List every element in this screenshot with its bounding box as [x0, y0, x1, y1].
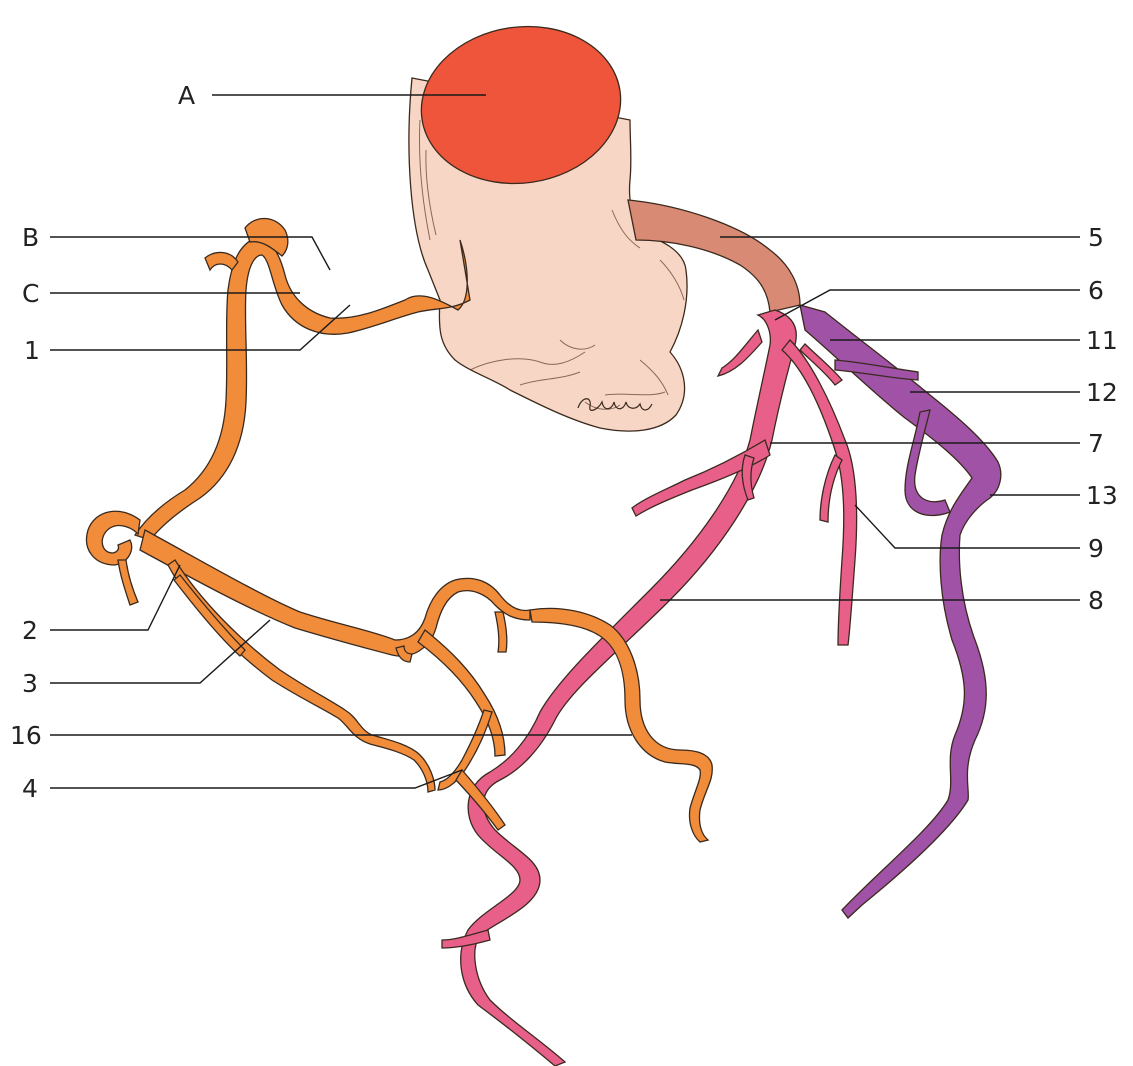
label-A: A	[178, 81, 195, 110]
label-C: C	[22, 279, 39, 308]
label-9: 9	[1088, 534, 1104, 563]
leader-4	[50, 770, 462, 788]
label-8: 8	[1088, 586, 1104, 615]
circumflex-artery	[800, 305, 1001, 918]
right-labels: 5 6 11 12 7 13 9 8	[1086, 223, 1118, 615]
label-1: 1	[24, 336, 40, 365]
label-12: 12	[1086, 378, 1118, 407]
left-labels: A B C 1 2 3 16 4	[10, 81, 195, 803]
label-4: 4	[22, 774, 38, 803]
label-3: 3	[22, 669, 38, 698]
diagonal-sub-branch	[820, 455, 842, 522]
leader-2	[50, 565, 180, 630]
label-16: 16	[10, 721, 42, 750]
label-11: 11	[1086, 326, 1118, 355]
label-7: 7	[1088, 429, 1104, 458]
diagonal-branch	[782, 340, 857, 645]
label-2: 2	[22, 616, 38, 645]
label-B: B	[22, 223, 39, 252]
label-6: 6	[1088, 276, 1104, 305]
label-5: 5	[1088, 223, 1104, 252]
label-13: 13	[1086, 481, 1118, 510]
